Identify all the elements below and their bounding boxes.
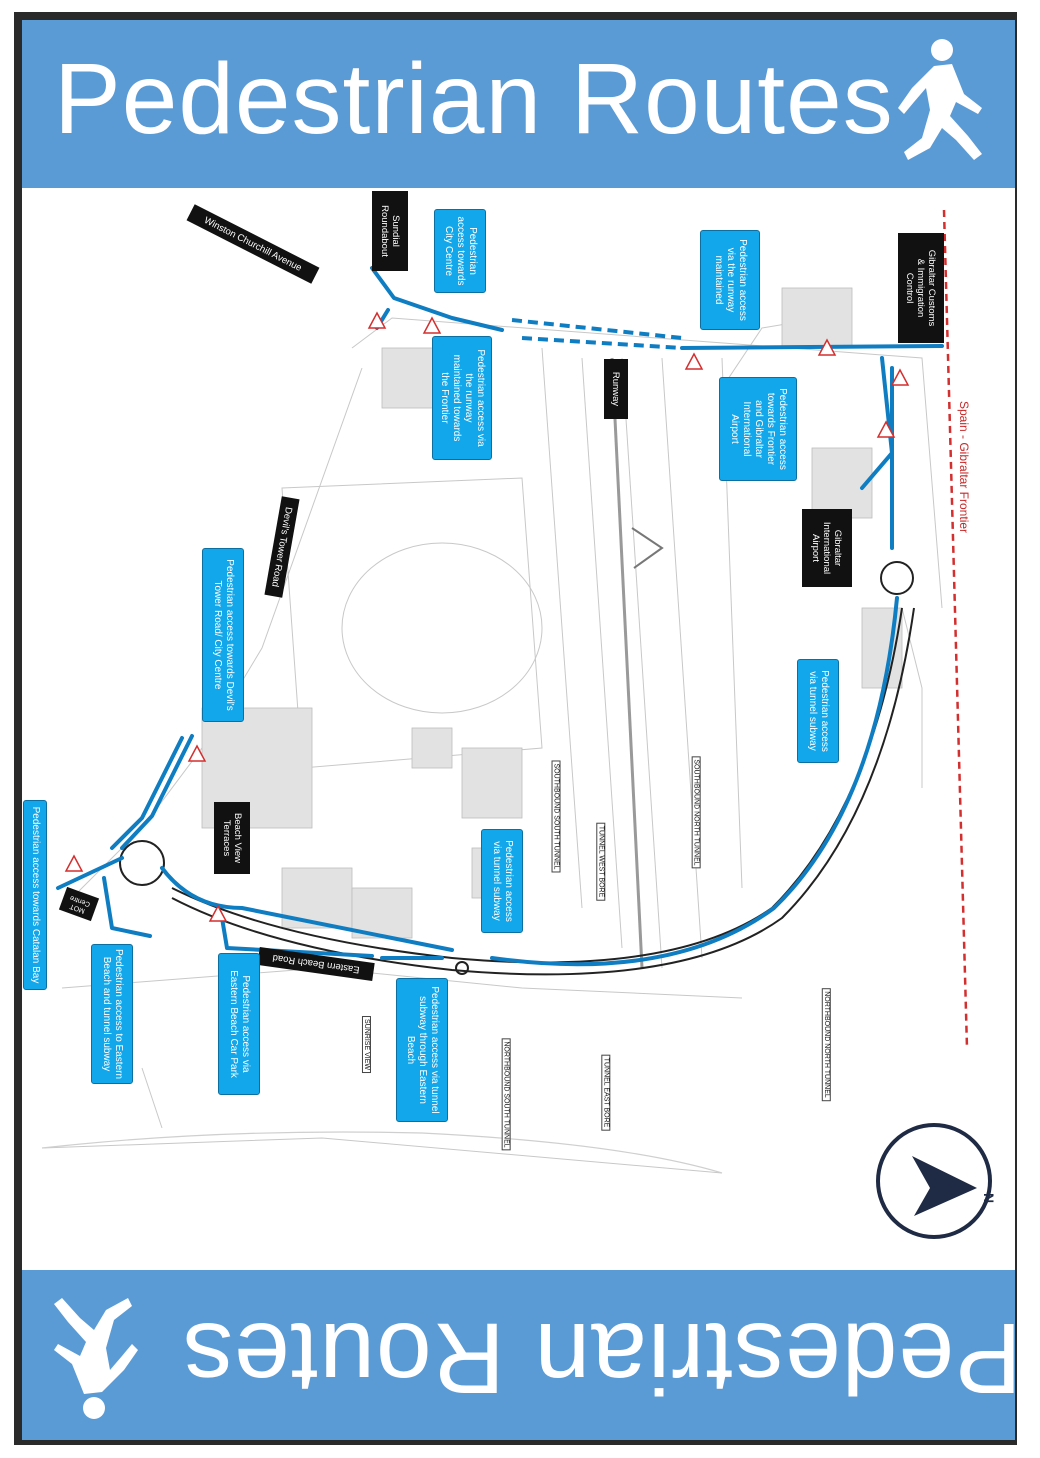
label-northbound-south: NORTHBOUND SOUTH TUNNEL xyxy=(501,1038,511,1151)
banner-title-inverted: Pedestrian Routes xyxy=(182,1302,1015,1414)
label-sunrise-view: SUNRISE VIEW xyxy=(361,1016,371,1073)
callout-tunnel-subway-west: Pedestrian access via tunnel subway xyxy=(481,829,523,933)
label-runway: Runway xyxy=(604,359,628,419)
callout-runway-maintained: Pedestrian access via the runway maintai… xyxy=(700,230,760,330)
label-sundial-roundabout: Sundial Roundabout xyxy=(372,191,408,271)
poster-inner xyxy=(22,20,1015,1440)
walking-person-icon xyxy=(898,39,982,160)
label-customs: Gibraltar Customs & Immigration Control xyxy=(898,233,944,343)
walking-person-icon xyxy=(54,1298,138,1419)
callout-devils-tower: Pedestrian access towards Devil's Tower … xyxy=(202,548,244,722)
callout-city-centre: Pedestrian access towards City Centre xyxy=(434,209,486,293)
label-southbound-north: SOUTHBOUND NORTH TUNNEL xyxy=(691,756,701,869)
label-tunnel-east: TUNNEL EAST BORE xyxy=(601,1054,611,1131)
label-beach-view: Beach View Terraces xyxy=(214,802,250,874)
callout-eastern-beach-car-park: Pedestrian access via Eastern Beach Car … xyxy=(218,953,260,1095)
bottom-banner: Pedestrian Routes xyxy=(22,1270,1015,1440)
banner-title: Pedestrian Routes xyxy=(54,43,894,155)
north-compass-icon xyxy=(876,1123,992,1239)
frontier-line xyxy=(942,209,969,1049)
top-banner: Pedestrian Routes xyxy=(22,20,1015,188)
callout-eastern-beach-tunnel: Pedestrian access via tunnel subway thro… xyxy=(396,978,448,1122)
label-tunnel-west: TUNNEL WEST BORE xyxy=(596,822,606,901)
label-northbound-north: NORTHBOUND NORTH TUNNEL xyxy=(821,988,831,1101)
frontier-label: Spain - Gibraltar Frontier xyxy=(957,400,972,534)
label-southbound-south: SOUTHBOUND SOUTH TUNNEL xyxy=(551,760,561,873)
compass-letter: N xyxy=(981,1193,997,1203)
callout-tunnel-subway-east: Pedestrian access via tunnel subway xyxy=(797,659,839,763)
callout-catalan-bay: Pedestrian access towards Catalan Bay xyxy=(23,800,47,990)
label-airport: Gibraltar International Airport xyxy=(802,509,852,587)
callout-frontier-airport: Pedestrian access towards Frontier and G… xyxy=(719,377,797,481)
callout-eastern-beach-subway: Pedestrian access to Eastern Beach and t… xyxy=(91,944,133,1084)
route-map: N xyxy=(41,209,997,1239)
callout-runway-frontier: Pedestrian access via the runway maintai… xyxy=(432,336,492,460)
